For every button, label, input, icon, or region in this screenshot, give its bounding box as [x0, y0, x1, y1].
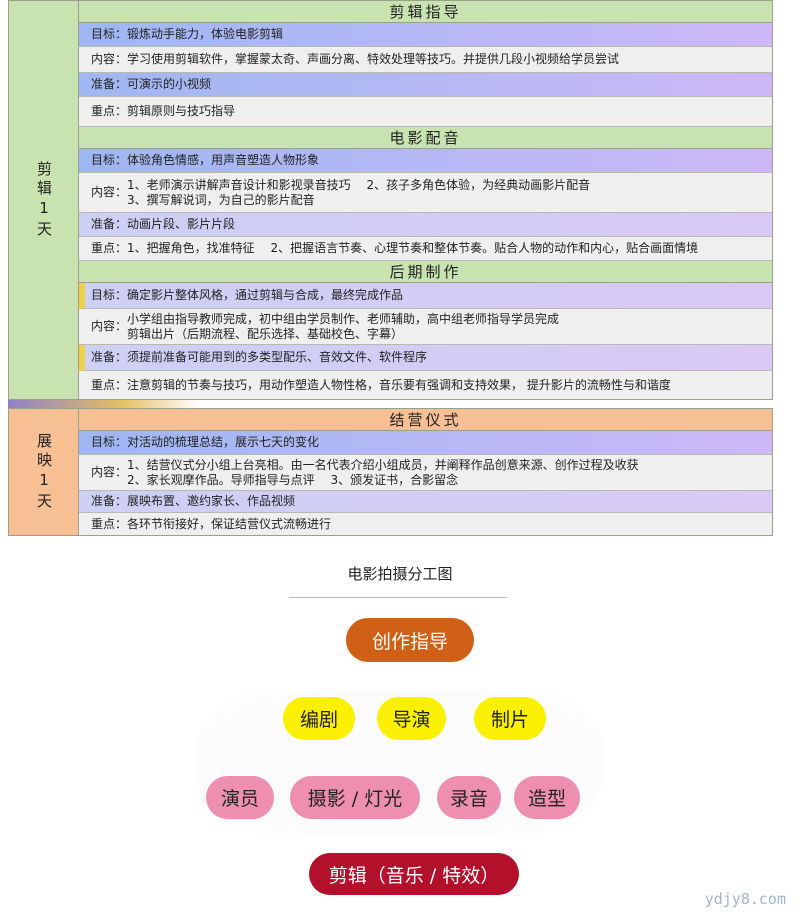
row-text: 锻炼动手能力，体验电影剪辑 — [127, 27, 284, 41]
side-label-editing: 剪辑1天 — [9, 1, 79, 399]
row-label: 目标： — [91, 288, 128, 302]
row-text: 展映布置、邀约家长、作品视频 — [127, 494, 296, 508]
row-text: 对活动的梳理总结，展示七天的变化 — [127, 435, 320, 449]
row-text: 学习使用剪辑软件，掌握蒙太奇、声画分离、特效处理等技巧。并提供几段小视频给学员尝… — [127, 52, 620, 66]
row-label: 内容： — [91, 319, 128, 333]
pill-screenwriter: 编剧 — [283, 697, 355, 740]
row-focus: 重点：1、把握角色，找准特征 2、把握语言节奏、心理节奏和整体节奏。贴合人物的动… — [79, 237, 772, 261]
side-label-text: 剪辑1天 — [35, 160, 53, 240]
row-content: 内容：学习使用剪辑软件，掌握蒙太奇、声画分离、特效处理等技巧。并提供几段小视频给… — [79, 47, 772, 73]
watermark: ydjy8.com — [704, 890, 786, 908]
row-prep: 准备：展映布置、邀约家长、作品视频 — [79, 491, 772, 513]
side-label-text: 展映1天 — [35, 432, 53, 512]
row-label: 内容： — [91, 52, 128, 66]
pill-producer: 制片 — [474, 697, 546, 740]
divider-strip — [8, 400, 773, 408]
row-text: 须提前准备可能用到的多类型配乐、音效文件、软件程序 — [127, 350, 428, 364]
row-text: 小学组由指导教师完成，初中组由学员制作、老师辅助，高中组老师指导学员完成 剪辑出… — [127, 311, 560, 341]
section-title-post-production: 后期制作 — [79, 261, 772, 283]
row-label: 重点： — [91, 104, 128, 118]
row-label: 准备： — [91, 494, 128, 508]
row-label: 重点： — [91, 377, 128, 392]
row-text: 确定影片整体风格，通过剪辑与合成，最终完成作品 — [127, 288, 404, 302]
row-focus: 重点：注意剪辑的节奏与技巧，用动作塑造人物性格，音乐要有强调和支持效果， 提升影… — [79, 371, 772, 399]
pill-camera-lighting: 摄影 / 灯光 — [290, 776, 420, 819]
group-editing-body: 剪辑指导 目标：锻炼动手能力，体验电影剪辑 内容：学习使用剪辑软件，掌握蒙太奇、… — [79, 1, 772, 399]
row-label: 目标： — [91, 435, 128, 449]
row-content: 内容：1、结营仪式分小组上台亮相。由一名代表介绍小组成员，并阐释作品创意来源、创… — [79, 455, 772, 491]
row-label: 准备： — [91, 77, 128, 91]
row-goal: 目标：体验角色情感，用声音塑造人物形象 — [79, 149, 772, 173]
row-focus: 重点：剪辑原则与技巧指导 — [79, 97, 772, 127]
pill-styling: 造型 — [514, 776, 580, 819]
section-title-dubbing: 电影配音 — [79, 127, 772, 149]
section-title-editing-guide: 剪辑指导 — [79, 1, 772, 23]
row-content: 内容：小学组由指导教师完成，初中组由学员制作、老师辅助，高中组老师指导学员完成 … — [79, 309, 772, 345]
row-prep: 准备：可演示的小视频 — [79, 73, 772, 97]
row-label: 内容： — [91, 185, 128, 199]
row-content: 内容：1、老师演示讲解声音设计和影视录音技巧 2、孩子多角色体验，为经典动画影片… — [79, 173, 772, 213]
row-focus: 重点：各环节衔接好，保证结营仪式流畅进行 — [79, 513, 772, 535]
diagram-title: 电影拍摄分工图 — [347, 565, 453, 583]
row-text: 剪辑原则与技巧指导 — [127, 104, 236, 118]
row-text: 注意剪辑的节奏与技巧，用动作塑造人物性格，音乐要有强调和支持效果， 提升影片的流… — [127, 377, 671, 392]
row-label: 重点： — [91, 241, 128, 255]
row-goal: 目标：锻炼动手能力，体验电影剪辑 — [79, 23, 772, 47]
group-editing: 剪辑1天 剪辑指导 目标：锻炼动手能力，体验电影剪辑 内容：学习使用剪辑软件，掌… — [8, 0, 773, 400]
pill-actor: 演员 — [206, 776, 274, 819]
row-label: 准备： — [91, 217, 128, 231]
pill-editing-music-effects: 剪辑（音乐 / 特效） — [309, 853, 519, 895]
row-goal: 目标：对活动的梳理总结，展示七天的变化 — [79, 431, 772, 455]
row-prep: 准备：须提前准备可能用到的多类型配乐、音效文件、软件程序 — [79, 345, 772, 371]
row-prep: 准备：动画片段、影片片段 — [79, 213, 772, 237]
row-text: 1、结营仪式分小组上台亮相。由一名代表介绍小组成员，并阐释作品创意来源、创作过程… — [127, 457, 639, 487]
pill-creative-direction: 创作指导 — [346, 618, 474, 662]
row-label: 内容： — [91, 465, 128, 479]
row-label: 重点： — [91, 516, 128, 531]
section-title-closing: 结营仪式 — [79, 409, 772, 431]
pill-director: 导演 — [377, 697, 446, 740]
row-text: 1、老师演示讲解声音设计和影视录音技巧 2、孩子多角色体验，为经典动画影片配音 … — [127, 177, 591, 207]
schedule-table: 剪辑1天 剪辑指导 目标：锻炼动手能力，体验电影剪辑 内容：学习使用剪辑软件，掌… — [8, 0, 773, 536]
group-screening: 展映1天 结营仪式 目标：对活动的梳理总结，展示七天的变化 内容：1、结营仪式分… — [8, 408, 773, 536]
group-screening-body: 结营仪式 目标：对活动的梳理总结，展示七天的变化 内容：1、结营仪式分小组上台亮… — [79, 409, 772, 535]
row-label: 目标： — [91, 27, 128, 41]
pill-sound-recording: 录音 — [437, 776, 501, 819]
row-label: 目标： — [91, 153, 128, 167]
side-label-screening: 展映1天 — [9, 409, 79, 535]
row-goal: 目标：确定影片整体风格，通过剪辑与合成，最终完成作品 — [79, 283, 772, 309]
row-text: 动画片段、影片片段 — [127, 217, 236, 231]
row-text: 体验角色情感，用声音塑造人物形象 — [127, 153, 320, 167]
row-text: 1、把握角色，找准特征 2、把握语言节奏、心理节奏和整体节奏。贴合人物的动作和内… — [127, 241, 699, 255]
row-text: 各环节衔接好，保证结营仪式流畅进行 — [127, 516, 332, 531]
row-label: 准备： — [91, 350, 128, 364]
row-text: 可演示的小视频 — [127, 77, 212, 91]
diagram-title-underline — [289, 597, 507, 598]
